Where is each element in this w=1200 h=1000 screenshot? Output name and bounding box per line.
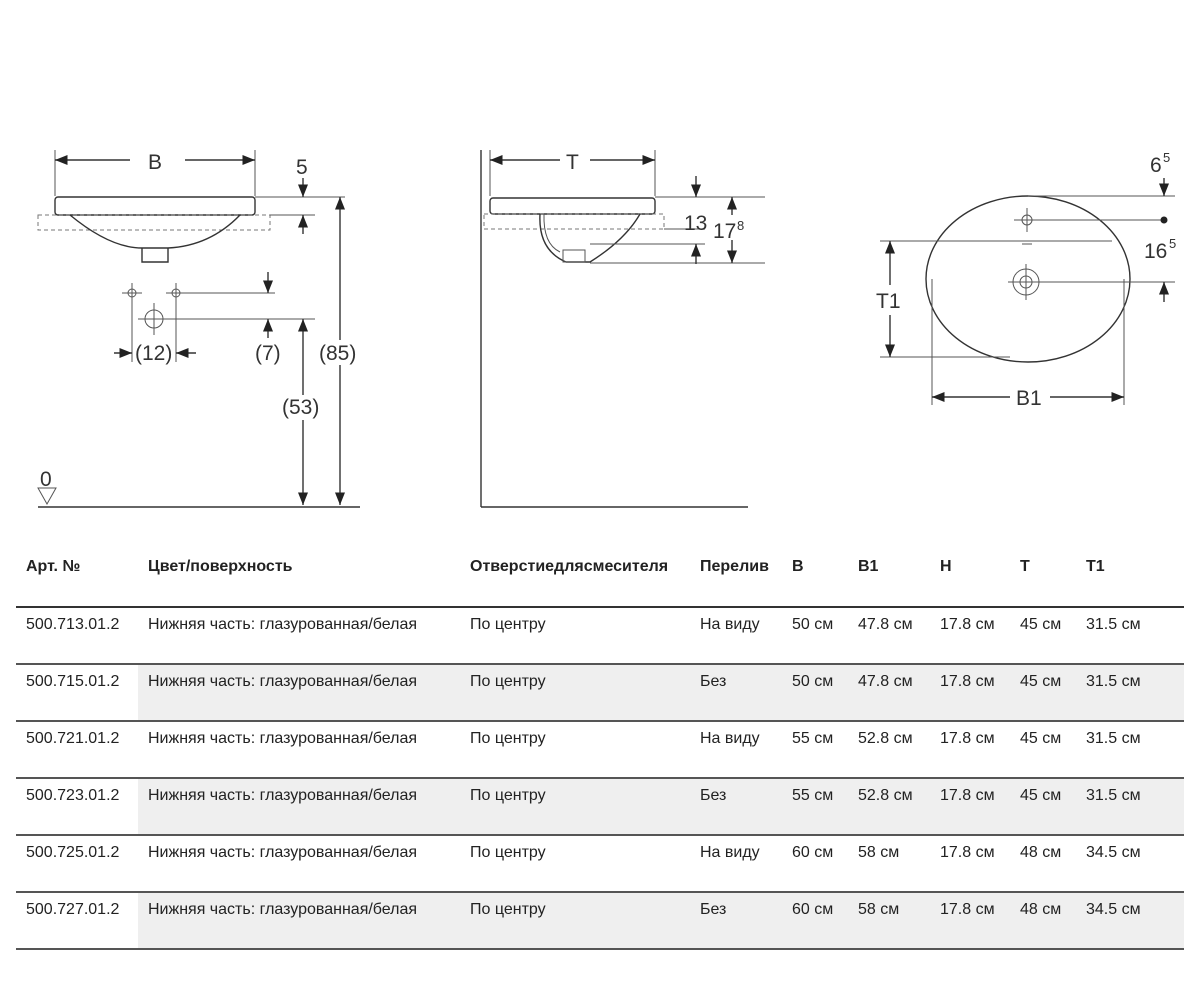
table-cell: 55 см [782,721,848,779]
dim-7-label: (7) [255,342,281,365]
article-number-cell: 500.727.01.2 [16,892,138,950]
dim-165-sup: 5 [1169,236,1176,251]
table-cell: 52.8 см [848,721,930,779]
table-cell: 45 см [1010,607,1076,665]
table-cell: Нижняя часть: глазурованная/белая [138,835,460,893]
dim-12-label: (12) [135,342,172,365]
table-cell: 17.8 см [930,664,1010,722]
table-cell: По центру [460,835,690,893]
dim-t-label: T [566,151,579,174]
table-cell: Нижняя часть: глазурованная/белая [138,607,460,665]
table-cell: 17.8 см [930,778,1010,836]
dim-b-label: B [148,151,162,174]
table-cell: 50 см [782,664,848,722]
table-cell: Нижняя часть: глазурованная/белая [138,721,460,779]
dim-65-label: 6 [1150,154,1162,177]
tap-hole-marks [122,283,186,335]
table-cell: 52.8 см [848,778,930,836]
side-view-drawing: T 13 17 8 [480,150,765,508]
table-cell: 48 см [1010,892,1076,950]
dim-t1-label: T1 [876,290,901,313]
dim-b1-label: B1 [1016,387,1042,410]
table-cell: На виду [690,607,782,665]
column-header: Отверстиедлясмесителя [460,552,690,608]
table-cell: По центру [460,664,690,722]
table-cell: 58 см [848,835,930,893]
dim-178-sup: 8 [737,218,744,233]
table-cell: 45 см [1010,664,1076,722]
dim-178-label: 17 [713,220,736,243]
table-cell: На виду [690,721,782,779]
table-cell: По центру [460,607,690,665]
table-cell: На виду [690,835,782,893]
table-cell: Без [690,664,782,722]
table-cell: По центру [460,892,690,950]
table-cell: Без [690,778,782,836]
table-cell: 55 см [782,778,848,836]
article-number-cell: 500.721.01.2 [16,721,138,779]
table-cell: 31.5 см [1076,778,1184,836]
front-view-drawing: B 5 (12) (7) [37,150,360,508]
table-cell: 31.5 см [1076,664,1184,722]
table-cell: 45 см [1010,721,1076,779]
article-number-cell: 500.715.01.2 [16,664,138,722]
table-cell: 17.8 см [930,835,1010,893]
table-cell: 31.5 см [1076,607,1184,665]
article-number-cell: 500.713.01.2 [16,607,138,665]
table-cell: 17.8 см [930,892,1010,950]
floor-zero-label: 0 [40,468,52,491]
column-header: H [930,552,1010,608]
dim-65-sup: 5 [1163,150,1170,165]
column-header: Цвет/поверхность [138,552,460,608]
table-cell: 60 см [782,835,848,893]
table-cell: 47.8 см [848,607,930,665]
table-cell: 17.8 см [930,721,1010,779]
table-cell: 34.5 см [1076,835,1184,893]
table-cell: По центру [460,778,690,836]
top-view-drawing: 6 5 16 5 T1 B1 [876,150,1176,410]
column-header: Перелив [690,552,782,608]
article-number-cell: 500.725.01.2 [16,835,138,893]
dim-85-label: (85) [319,342,356,365]
table-cell: Нижняя часть: глазурованная/белая [138,778,460,836]
column-header: Арт. № [16,552,138,608]
column-header: B1 [848,552,930,608]
table-cell: 60 см [782,892,848,950]
table-cell: 31.5 см [1076,721,1184,779]
table-cell: 48 см [1010,835,1076,893]
dim-13-label: 13 [684,212,707,235]
article-number-cell: 500.723.01.2 [16,778,138,836]
table-cell: 47.8 см [848,664,930,722]
column-header: T [1010,552,1076,608]
dim-5-label: 5 [296,156,308,179]
table-cell: 58 см [848,892,930,950]
column-header: T1 [1076,552,1184,608]
column-header: B [782,552,848,608]
table-cell: 50 см [782,607,848,665]
table-cell: 17.8 см [930,607,1010,665]
dim-165-label: 16 [1144,240,1167,263]
table-cell: Без [690,892,782,950]
table-cell: 34.5 см [1076,892,1184,950]
table-cell: Нижняя часть: глазурованная/белая [138,664,460,722]
table-cell: По центру [460,721,690,779]
table-cell: 45 см [1010,778,1076,836]
table-cell: Нижняя часть: глазурованная/белая [138,892,460,950]
dim-53-label: (53) [282,396,319,419]
technical-drawings: B 5 (12) (7) [37,150,1176,508]
